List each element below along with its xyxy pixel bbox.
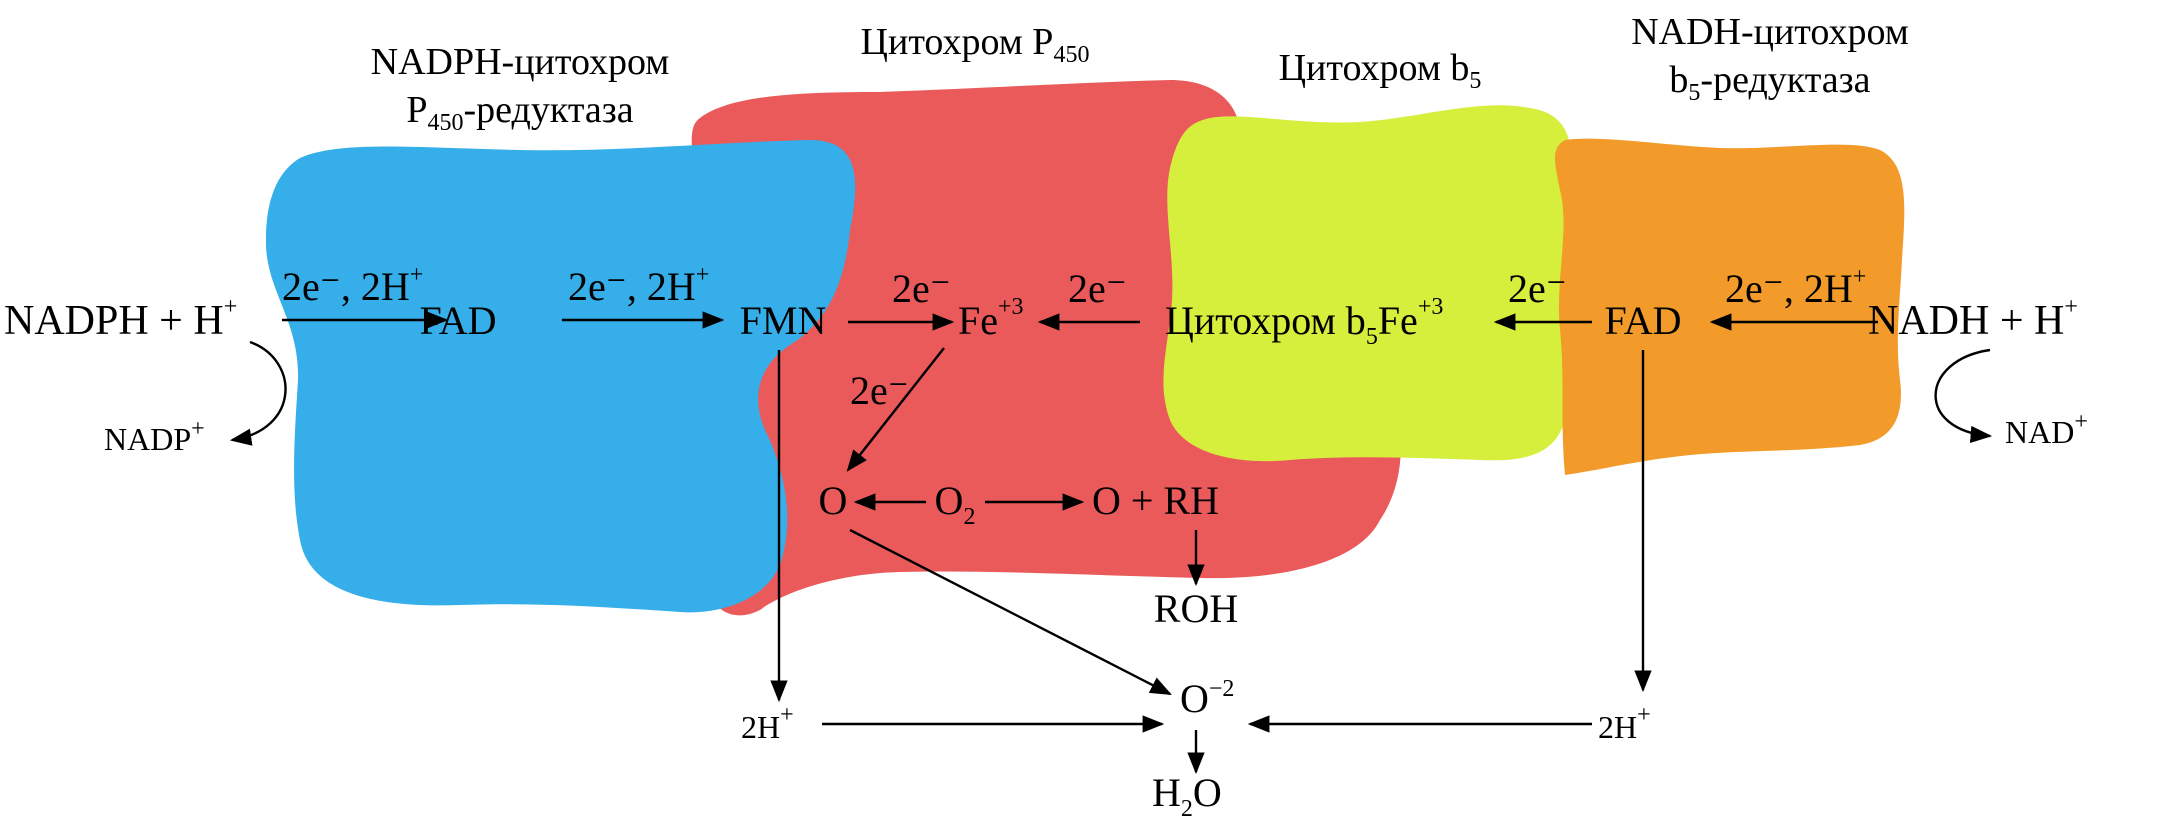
- label-b5-fe: 2e⁻: [1068, 266, 1127, 311]
- nadh-reductase-title-b: b: [1669, 59, 1688, 101]
- nadph-node: NADPH + H+: [4, 294, 237, 344]
- p450-title: Цитохром P450: [861, 21, 1090, 68]
- nadph-reductase-title-line2: P450-редуктаза: [406, 89, 633, 136]
- nadph-reductase-title-rest: -редуктаза: [464, 89, 634, 131]
- h2o-node: H2O: [1152, 770, 1222, 822]
- b5-title: Цитохром b5: [1279, 47, 1482, 94]
- label-fe-o: 2e⁻: [850, 368, 909, 413]
- o-left-node: O: [819, 478, 848, 523]
- arrow-fe-o: [846, 347, 945, 472]
- nadph-reductase-title-line1: NADPH-цитохром: [371, 41, 670, 83]
- nadh-reductase-title-sub: 5: [1688, 80, 1700, 106]
- arrow-nadh-to-nad: [1934, 348, 1993, 444]
- o-rh-node: O + RH: [1092, 478, 1219, 523]
- nadh-node: NADH + H+: [1868, 294, 2078, 344]
- nad-node: NAD+: [2005, 409, 2088, 450]
- b5-title-sub: 5: [1469, 68, 1481, 94]
- cytochrome-b5-blob: [1163, 105, 1581, 462]
- arrow-nadph-to-nadp: [229, 340, 287, 446]
- roh-node: ROH: [1154, 586, 1238, 631]
- arrow-o-ominus2: [849, 528, 1172, 696]
- fe-node: Fe+3: [958, 294, 1024, 343]
- nadh-reductase-title-line2: b5-редуктаза: [1669, 59, 1870, 106]
- fmn-node: FMN: [740, 298, 827, 343]
- label-nadh-fad: 2e⁻, 2H+: [1725, 264, 1866, 311]
- fad-right-node: FAD: [1604, 298, 1681, 343]
- h-left-node: 2H+: [741, 702, 794, 745]
- arrows: [229, 311, 1993, 775]
- p450-title-main: Цитохром P: [861, 21, 1054, 63]
- h-right-node: 2H+: [1598, 702, 1651, 745]
- p450-title-sub: 450: [1053, 42, 1089, 68]
- o-minus2-node: O−2: [1180, 676, 1234, 721]
- cytochrome-b5-fe-node: Цитохром b5Fe+3: [1165, 294, 1443, 350]
- label-fad-fmn: 2e⁻, 2H+: [568, 262, 709, 309]
- label-fmn-fe: 2e⁻: [892, 266, 951, 311]
- label-nadph-fad: 2e⁻, 2H+: [282, 262, 423, 309]
- o2-node: O2: [935, 478, 976, 530]
- nadph-reductase-title-sub: 450: [428, 110, 464, 136]
- nadph-reductase-blob: [265, 140, 856, 613]
- nadh-reductase-title-rest: -редуктаза: [1700, 59, 1870, 101]
- b5-title-main: Цитохром b: [1279, 47, 1470, 89]
- label-fad-b5: 2e⁻: [1508, 266, 1567, 311]
- nadph-reductase-title-p: P: [406, 89, 427, 131]
- nadh-reductase-title-line1: NADH-цитохром: [1631, 11, 1909, 53]
- nadp-node: NADP+: [104, 416, 205, 457]
